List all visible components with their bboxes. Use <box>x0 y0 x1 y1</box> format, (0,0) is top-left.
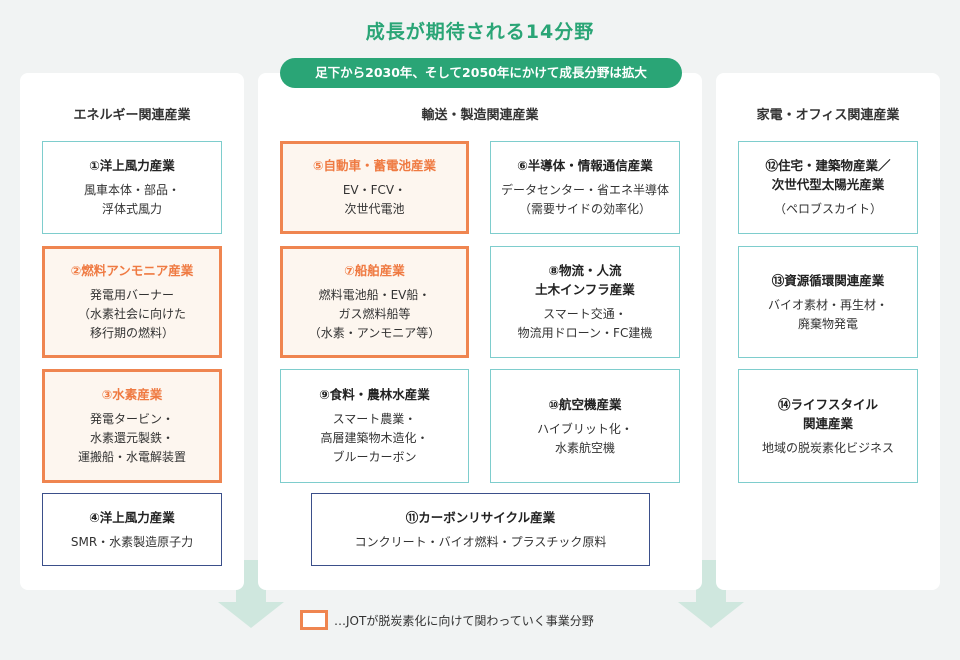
field-box-8: ⑧物流・人流 土木インフラ産業 スマート交通・ 物流用ドローン・FC建機 <box>490 246 680 358</box>
subtitle-banner: 足下から2030年、そして2050年にかけて成長分野は拡大 <box>280 58 682 88</box>
field-box-11: ⑪カーボンリサイクル産業 コンクリート・バイオ燃料・プラスチック原料 <box>311 493 650 566</box>
energy-panel-title: エネルギー関連産業 <box>73 108 191 123</box>
field-body: （ペロブスカイト） <box>773 202 882 216</box>
legend-text: …JOTが脱炭素化に向けて関わっていく事業分野 <box>334 613 594 628</box>
field-title: ⑬資源循環関連産業 <box>771 272 885 288</box>
down-arrow-left <box>218 560 284 628</box>
field-box-2: ②燃料アンモニア産業 発電用バーナー （水素社会に向けた 移行期の燃料） <box>42 246 222 358</box>
field-body: SMR・水素製造原子力 <box>70 534 194 549</box>
field-box-5: ⑤自動車・蓄電池産業 EV・FCV・ 次世代電池 <box>280 141 469 234</box>
transport-panel-title: 輸送・製造関連産業 <box>421 108 539 123</box>
field-title: ⑤自動車・蓄電池産業 <box>312 158 437 173</box>
field-box-13: ⑬資源循環関連産業 バイオ素材・再生材・ 廃棄物発電 <box>738 246 918 358</box>
field-body: データセンター・省エネ半導体 （需要サイドの効率化） <box>500 183 669 216</box>
field-title: ⑧物流・人流 土木インフラ産業 <box>535 263 635 297</box>
legend-swatch <box>300 610 328 630</box>
field-title: ⑥半導体・情報通信産業 <box>517 158 653 173</box>
field-body: ハイブリット化・ 水素航空機 <box>537 421 633 455</box>
field-box-14: ⑭ライフスタイル 関連産業 地域の脱炭素化ビジネス <box>738 369 918 483</box>
field-body: 発電タービン・ 水素還元製鉄・ 運搬船・水電解装置 <box>77 412 186 464</box>
field-title: ①洋上風力産業 <box>89 158 175 173</box>
field-body: 地域の脱炭素化ビジネス <box>761 440 894 455</box>
field-body: バイオ素材・再生材・ 廃棄物発電 <box>767 297 888 331</box>
field-title: ③水素産業 <box>101 387 163 402</box>
field-title: ⑨食料・農林水産業 <box>319 387 430 402</box>
field-box-3: ③水素産業 発電タービン・ 水素還元製鉄・ 運搬船・水電解装置 <box>42 369 222 483</box>
field-box-6: ⑥半導体・情報通信産業 データセンター・省エネ半導体 （需要サイドの効率化） <box>490 141 680 234</box>
field-body: EV・FCV・ 次世代電池 <box>342 183 407 216</box>
field-body: スマート交通・ 物流用ドローン・FC建機 <box>517 307 653 340</box>
field-box-10: ⑩航空機産業 ハイブリット化・ 水素航空機 <box>490 369 680 483</box>
field-box-7: ⑦船舶産業 燃料電池船・EV船・ ガス燃料船等 （水素・アンモニア等） <box>280 246 469 358</box>
field-body: スマート農業・ 高層建築物木造化・ ブルーカーボン <box>320 412 429 464</box>
field-title: ⑩航空機産業 <box>548 396 622 412</box>
legend: …JOTが脱炭素化に向けて関わっていく事業分野 <box>300 610 594 630</box>
field-title: ⑦船舶産業 <box>344 263 405 278</box>
field-title: ⑪カーボンリサイクル産業 <box>405 509 556 525</box>
page-title: 成長が期待される14分野 <box>365 21 595 43</box>
field-title: ④洋上風力産業 <box>89 509 175 525</box>
field-box-12: ⑫住宅・建築物産業／ 次世代型太陽光産業 （ペロブスカイト） <box>738 141 918 234</box>
field-body: 燃料電池船・EV船・ ガス燃料船等 （水素・アンモニア等） <box>308 288 441 340</box>
field-body: 発電用バーナー （水素社会に向けた 移行期の燃料） <box>77 288 186 340</box>
field-box-4: ④洋上風力産業 SMR・水素製造原子力 <box>42 493 222 566</box>
home-office-panel-title: 家電・オフィス関連産業 <box>756 108 900 123</box>
field-body: コンクリート・バイオ燃料・プラスチック原料 <box>354 534 607 549</box>
field-title: ⑭ライフスタイル 関連産業 <box>777 396 878 431</box>
field-body: 風車本体・部品・ 浮体式風力 <box>83 183 180 216</box>
field-box-1: ①洋上風力産業 風車本体・部品・ 浮体式風力 <box>42 141 222 234</box>
field-title: ②燃料アンモニア産業 <box>70 263 194 278</box>
field-box-9: ⑨食料・農林水産業 スマート農業・ 高層建築物木造化・ ブルーカーボン <box>280 369 469 483</box>
field-title: ⑫住宅・建築物産業／ 次世代型太陽光産業 <box>765 158 891 192</box>
down-arrow-right <box>678 560 744 628</box>
